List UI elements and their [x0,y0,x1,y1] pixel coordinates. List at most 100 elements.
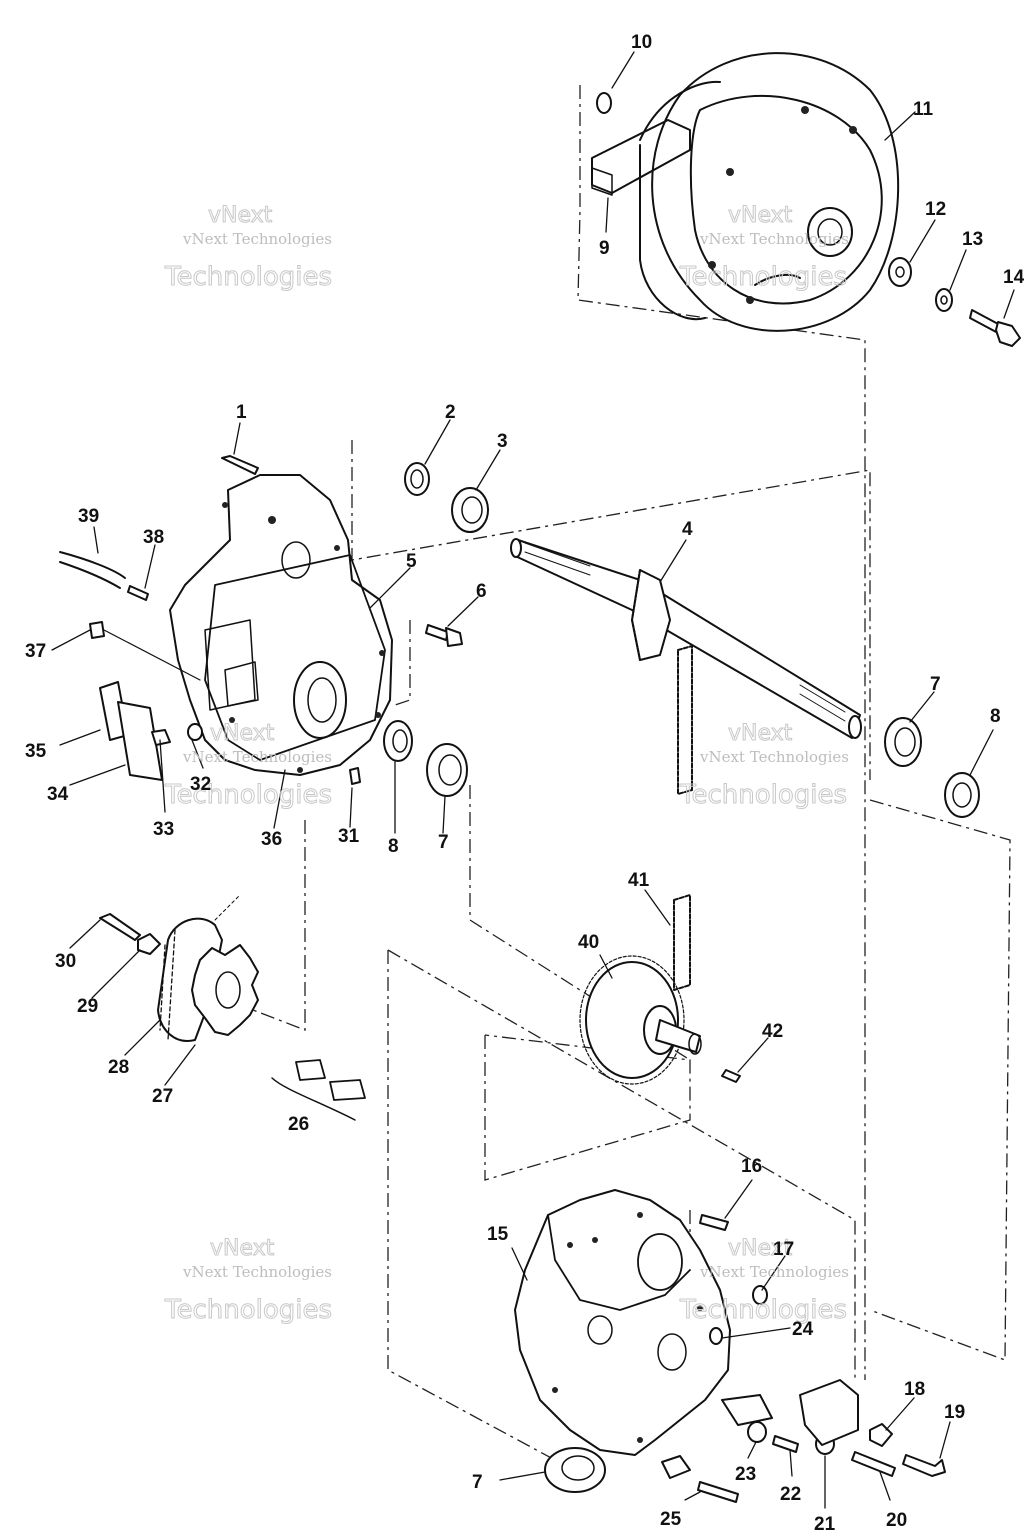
svg-text:vNext Technologies: vNext Technologies [182,748,332,766]
bolt-1 [221,455,259,475]
bearing-7-bottom [544,1447,606,1493]
gear-40 [579,955,702,1085]
right-case-half [514,1189,731,1456]
label-part-8a: 8 [388,836,399,857]
label-part-33: 33 [153,819,174,840]
label-part-14: 14 [1003,267,1024,288]
label-part-3: 3 [497,431,508,452]
label-part-6: 6 [476,581,487,602]
label-part-9: 9 [599,238,610,259]
label-part-17: 17 [773,1239,794,1260]
label-part-1: 1 [236,402,247,423]
label-part-39: 39 [78,506,99,527]
washer-23 [747,1421,767,1443]
label-part-21: 21 [814,1514,836,1535]
label-part-35: 35 [25,741,47,762]
bolt-6 [425,624,463,647]
label-part-13: 13 [962,229,983,250]
bolt-14 [969,309,1021,347]
fitting-37 [89,621,105,639]
master-link-26 [271,1059,366,1121]
bracket-23 [721,1394,773,1426]
watermark-4: vNext vNext Technologies Technologies [679,721,850,811]
fitting-37-leader [103,629,201,681]
label-part-16: 16 [741,1156,762,1177]
svg-text:vNext Technologies: vNext Technologies [699,230,849,248]
label-part-10: 10 [631,32,652,53]
seal-2 [404,462,430,496]
key-42 [721,1069,741,1083]
chain-41 [673,645,693,991]
label-part-29: 29 [77,996,98,1017]
label-part-11: 11 [913,99,934,120]
nut-32 [187,723,203,741]
svg-text:vNext: vNext [728,203,793,228]
bearing-7-right [884,717,922,767]
drive-pulley [591,52,900,332]
seal-8-left [383,720,413,762]
svg-text:vNext Technologies: vNext Technologies [699,1263,849,1281]
svg-text:vNext Technologies: vNext Technologies [182,1263,332,1281]
watermark-6: vNext vNext Technologies Technologies [679,1236,850,1326]
watermark-3: vNext vNext Technologies Technologies [164,721,333,811]
tube-39 [59,551,126,589]
label-part-2: 2 [445,402,456,423]
svg-text:vNext: vNext [728,1236,793,1261]
watermark-5: vNext vNext Technologies Technologies [164,1236,333,1326]
label-part-28: 28 [108,1057,129,1078]
svg-text:Technologies: Technologies [164,262,332,292]
label-part-22: 22 [780,1484,801,1505]
label-part-5: 5 [406,551,417,572]
label-part-41: 41 [628,870,650,891]
label-part-26: 26 [288,1114,309,1135]
svg-text:vNext: vNext [210,1236,275,1261]
bolt-19 [902,1454,946,1477]
seal-8-right [944,772,980,818]
label-part-20: 20 [886,1510,907,1531]
washer-12 [888,257,912,287]
label-part-31: 31 [338,826,360,847]
label-part-32: 32 [190,774,211,795]
left-case-half [169,474,393,776]
sprocket-assembly [137,894,259,1042]
label-part-15: 15 [487,1224,509,1245]
pin-31 [349,767,361,785]
cap-25 [661,1455,691,1479]
label-part-38: 38 [143,527,164,548]
label-part-7a: 7 [930,674,941,695]
pin-38 [127,585,149,601]
bolt-25 [697,1481,739,1503]
svg-text:vNext: vNext [728,721,793,746]
bolt-30 [99,913,141,941]
label-part-7c: 7 [472,1472,483,1493]
bracket-34 [99,681,163,781]
label-part-8b: 8 [990,706,1001,727]
svg-text:Technologies: Technologies [164,1295,332,1325]
svg-text:vNext Technologies: vNext Technologies [699,748,849,766]
stub-shaft-housing [799,1379,859,1446]
bearing-3 [451,487,489,533]
label-part-19: 19 [944,1402,965,1423]
label-part-18: 18 [904,1379,925,1400]
label-part-30: 30 [55,951,76,972]
label-part-7b: 7 [438,832,449,853]
label-part-27: 27 [152,1086,173,1107]
label-part-24: 24 [792,1319,814,1340]
fitting-24 [709,1327,723,1345]
label-part-23: 23 [735,1464,756,1485]
lockwasher-13 [935,288,953,312]
bolt-20 [851,1451,896,1477]
watermark-2: vNext vNext Technologies Technologies [679,203,850,293]
watermark-1: vNext vNext Technologies Technologies [164,203,333,293]
leader-lines [51,51,1015,1509]
main-shaft [510,538,862,739]
part-labels: 1 2 3 4 5 6 7 7 7 8 8 9 10 11 12 13 14 1… [25,32,1024,1535]
label-part-40: 40 [578,932,599,953]
bolt-22 [772,1435,799,1453]
label-part-36: 36 [261,829,282,850]
svg-text:Technologies: Technologies [679,1295,847,1325]
label-part-25: 25 [660,1509,682,1530]
svg-text:vNext: vNext [210,721,275,746]
svg-text:vNext Technologies: vNext Technologies [182,230,332,248]
